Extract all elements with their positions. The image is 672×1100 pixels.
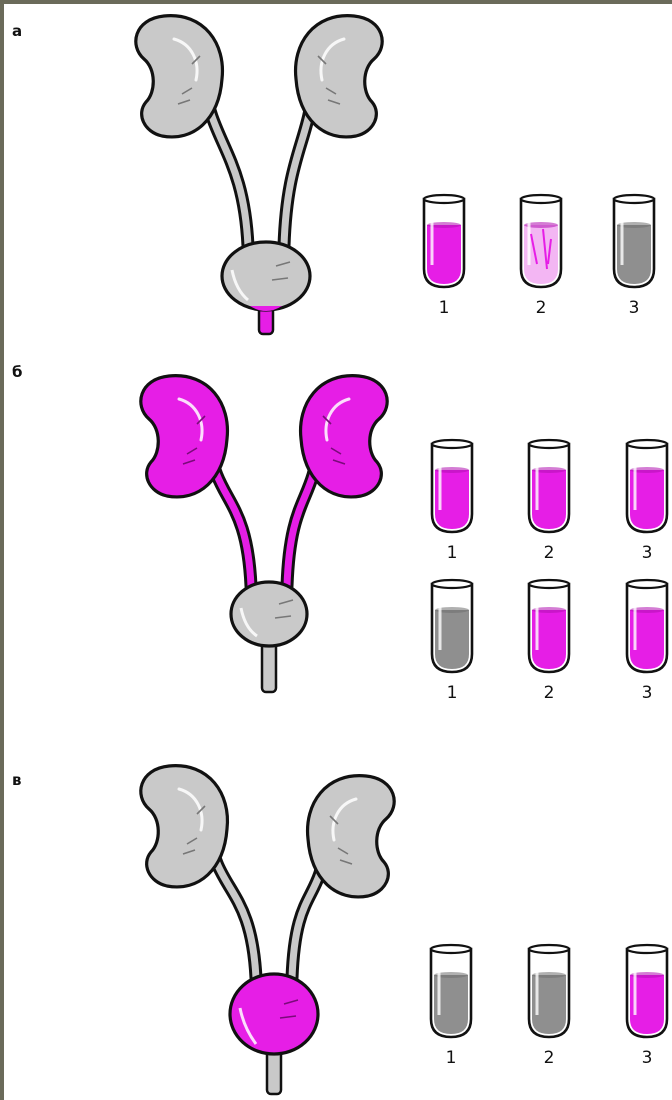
tube-number: 3 xyxy=(642,1048,653,1068)
bladder xyxy=(222,242,310,334)
tube-number: 1 xyxy=(447,683,458,703)
right-kidney xyxy=(301,376,388,497)
test-tube: 2 xyxy=(529,440,569,563)
tube-number: 1 xyxy=(446,1048,457,1068)
test-tube: 1 xyxy=(424,195,464,318)
tube-number: 1 xyxy=(447,543,458,563)
urinary-system-diagram: 1 2 3 1 2 3 xyxy=(4,349,672,749)
left-kidney xyxy=(141,766,228,887)
test-tube: 3 xyxy=(614,195,654,318)
tube-number: 3 xyxy=(642,543,653,563)
right-kidney xyxy=(308,776,395,897)
tube-number: 3 xyxy=(642,683,653,703)
test-tube: 2 xyxy=(529,945,569,1068)
left-kidney xyxy=(141,376,228,497)
test-tube: 2 xyxy=(521,195,561,318)
urethra xyxy=(262,640,276,692)
test-tube: 1 xyxy=(431,945,471,1068)
tube-number: 1 xyxy=(439,298,450,318)
bladder xyxy=(231,582,307,692)
test-tube: 1 xyxy=(432,440,472,563)
right-kidney xyxy=(296,16,383,137)
test-tube: 3 xyxy=(627,945,667,1068)
test-tube: 3 xyxy=(627,580,667,703)
test-tube: 1 xyxy=(432,580,472,703)
test-tube: 3 xyxy=(627,440,667,563)
urinary-system-diagram: 1 2 3 xyxy=(4,4,672,349)
tube-number: 2 xyxy=(544,1048,555,1068)
test-tube: 2 xyxy=(529,580,569,703)
bladder xyxy=(230,974,318,1094)
left-kidney xyxy=(136,16,223,137)
urinary-system-diagram: 1 2 3 xyxy=(4,749,672,1100)
tube-number: 2 xyxy=(544,543,555,563)
tube-number: 2 xyxy=(544,683,555,703)
tube-number: 3 xyxy=(629,298,640,318)
tube-number: 2 xyxy=(536,298,547,318)
